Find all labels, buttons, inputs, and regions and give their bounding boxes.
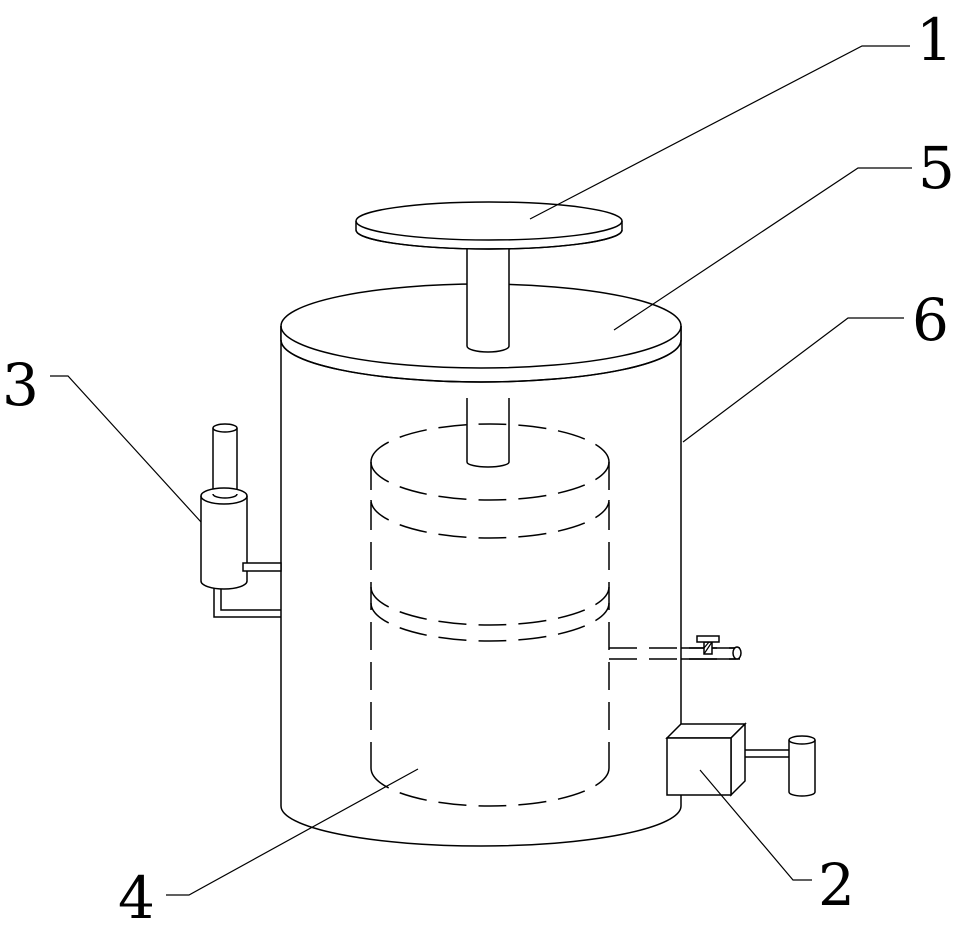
callout-3: 3 xyxy=(2,351,39,419)
tank-body xyxy=(280,326,682,847)
drain-assembly xyxy=(665,722,816,797)
callout-2: 2 xyxy=(818,851,855,919)
callout-5: 5 xyxy=(918,134,955,202)
leader-lines xyxy=(50,45,912,896)
callout-labels: 1 5 6 3 4 2 xyxy=(2,6,955,927)
press-shaft xyxy=(466,240,510,353)
callout-6: 6 xyxy=(912,286,949,354)
lower-shaft xyxy=(466,398,510,468)
callout-4: 4 xyxy=(118,864,155,927)
press-plate xyxy=(355,201,623,250)
side-device xyxy=(200,423,282,618)
callout-1: 1 xyxy=(916,6,953,74)
side-pipe-valve xyxy=(609,635,742,660)
inner-container xyxy=(370,423,610,807)
